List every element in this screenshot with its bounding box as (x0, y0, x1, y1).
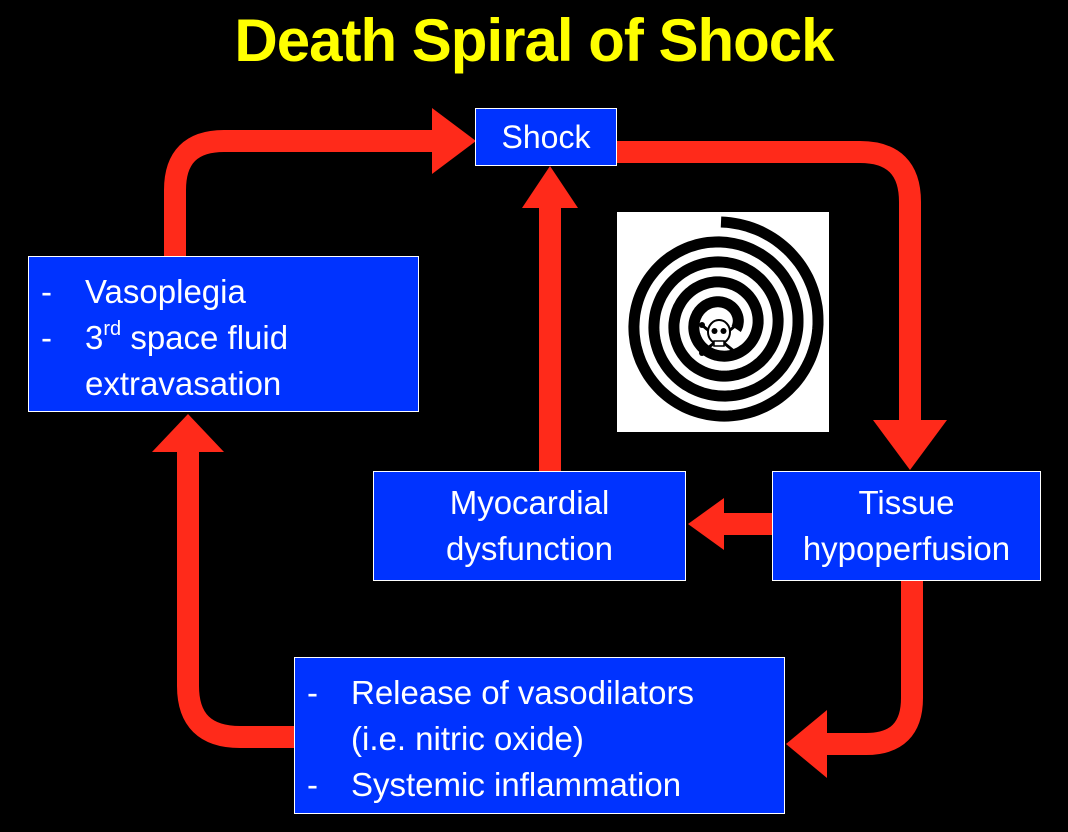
node-vasoplegia: - Vasoplegia - 3rd space fluid extravasa… (28, 256, 419, 412)
arrowhead-shock-bottom (522, 166, 578, 208)
node-tissue-line1: Tissue (858, 484, 955, 521)
node-tissue-hypoperfusion: Tissue hypoperfusion (772, 471, 1041, 581)
item-third-space: 3rd space fluid (85, 315, 288, 361)
item-third-space-sup: rd (103, 318, 122, 340)
item-third-space-continued: extravasation (85, 365, 282, 402)
node-shock: Shock (475, 108, 617, 166)
spiral-icon (628, 216, 824, 422)
node-myocardial-line2: dysfunction (446, 530, 613, 567)
arrowhead-myocardial-right (688, 498, 724, 550)
arrow-release-to-vasoplegia (177, 448, 294, 748)
item-third-space-rest: space fluid (121, 319, 289, 356)
bullet-dash: - (41, 319, 52, 356)
node-myocardial-line1: Myocardial (449, 484, 610, 521)
list-item: - Release of vasodilators (295, 670, 784, 716)
item-release-continued: (i.e. nitric oxide) (351, 720, 584, 757)
node-myocardial-dysfunction: Myocardial dysfunction (373, 471, 686, 581)
list-item: - 3rd space fluid (29, 315, 418, 361)
item-third-space-num: 3 (85, 319, 104, 356)
bullet-dash: - (41, 273, 52, 310)
arrowhead-vasoplegia-bottom (152, 414, 224, 452)
list-item: - Systemic inflammation (295, 762, 784, 808)
page-title: Death Spiral of Shock (234, 7, 834, 74)
arrowhead-release-right (786, 710, 827, 778)
item-release: Release of vasodilators (351, 674, 695, 711)
arrowhead-tissue-top (873, 420, 947, 470)
arrow-vasoplegia-to-shock (164, 130, 438, 256)
arrowhead-shock-left (432, 108, 476, 174)
item-vasoplegia: Vasoplegia (85, 273, 246, 310)
arrow-tissue-to-release (822, 581, 923, 755)
skull-crossbones-icon (699, 319, 739, 356)
list-item: - Vasoplegia (29, 269, 418, 315)
node-shock-label: Shock (501, 119, 591, 155)
bullet-dash: - (307, 766, 318, 803)
arrow-shock-to-tissue (617, 141, 921, 420)
spiral-skull-image (617, 212, 829, 432)
node-tissue-line2: hypoperfusion (802, 530, 1011, 567)
item-inflammation: Systemic inflammation (351, 766, 682, 803)
bullet-dash: - (307, 674, 318, 711)
node-release-vasodilators: - Release of vasodilators (i.e. nitric o… (294, 657, 785, 814)
